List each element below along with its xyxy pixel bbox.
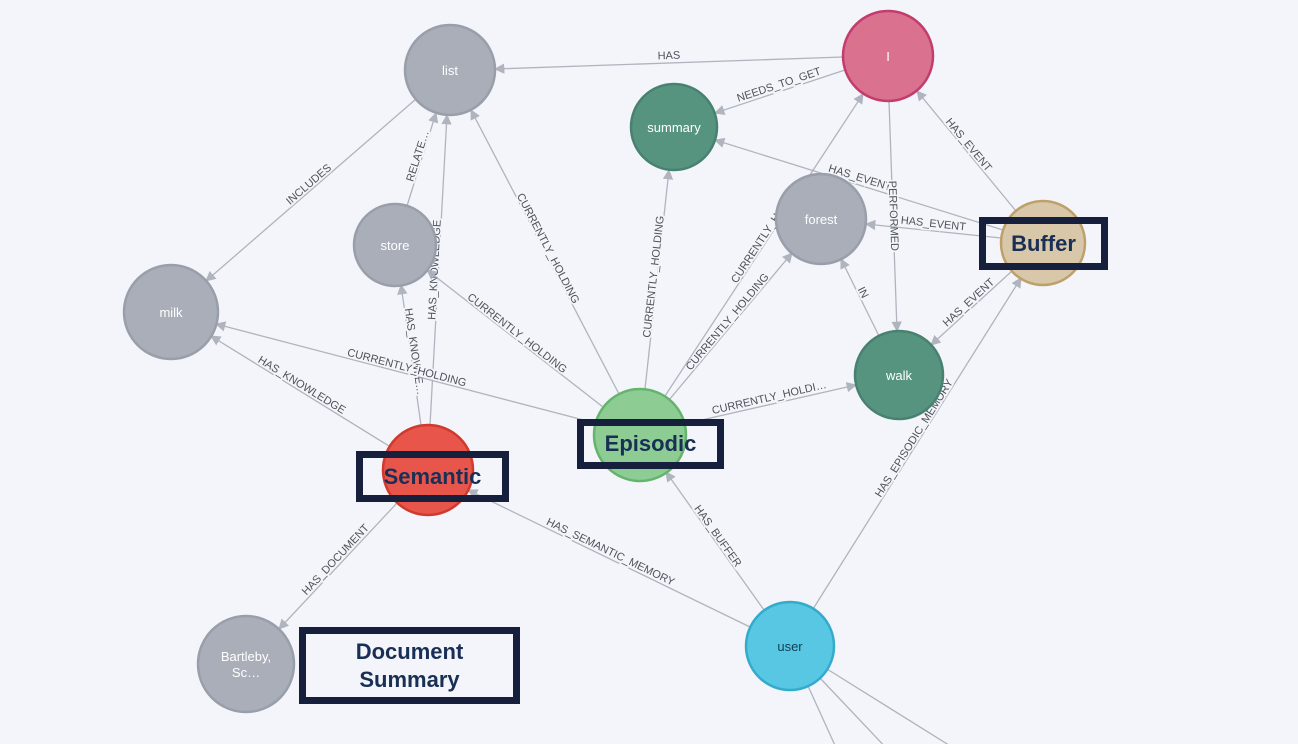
node-circle [592,387,688,483]
edge-relates-to[interactable]: RELATE… [403,112,439,207]
node-circle [122,263,220,361]
edge-user-offscreen-3[interactable] [826,668,960,744]
edge-line [397,283,422,426]
edge-label: HAS_DOCUMENT [300,522,372,598]
edge-currently-holding-walk[interactable]: CURRENTLY_HOLDI… [683,377,858,425]
edge-line [493,56,844,74]
edge-has-episodic-memory[interactable]: HAS_EPISODIC_MEMORY [812,277,1022,610]
edge-has[interactable]: HAS [493,48,844,74]
annotation-episodic: Episodic [577,419,724,469]
edge-line [406,112,439,207]
edge-line [826,668,949,744]
node-label: milk [159,305,183,320]
edge-label: HAS [657,50,680,63]
node-bartleby[interactable]: Bartleby, Sc… [196,614,296,714]
edge-line [205,98,417,282]
node-walk[interactable]: walk [853,329,945,421]
edge-has-event-buffer-i[interactable]: HAS_EVENT [916,90,1017,212]
edge-line [840,258,880,337]
node-circle [841,9,935,103]
edge-label: HAS_SEMANTIC_MEMORY [544,516,677,589]
node-circle [196,614,296,714]
edge-line [665,471,765,611]
edge-label: CURRENTLY_HOLDING [465,291,569,376]
annotation-semantic: Semantic [356,451,509,502]
node-circle [744,600,836,692]
edge-line [214,321,596,424]
edge-label: HAS_EVENT [943,116,994,174]
node-episodic[interactable] [592,387,688,483]
edge-line [683,381,858,425]
annotation-buffer: Buffer [979,217,1108,270]
node-circle [629,82,719,172]
edge-user-offscreen-1[interactable] [807,685,838,744]
edge-line [819,677,884,744]
node-list[interactable]: list [403,23,497,117]
edge-has-document[interactable]: HAS_DOCUMENT [278,502,398,630]
edge-line [426,269,604,408]
edge-user-offscreen-2[interactable] [819,677,890,744]
edge-performed[interactable]: PERFORMED [884,100,902,333]
edge-label: HAS_KNOWLEDGE [256,354,348,417]
edge-label: CURRENTLY_HOLDING [684,271,772,373]
node-label: list [442,63,458,78]
edge-line [714,137,1004,231]
edge-line [210,335,390,447]
edge-label: HAS_KNOWLE… [402,307,426,395]
node-label: I [886,49,890,64]
edge-label: IN [855,285,871,300]
edge-has-knowledge-store[interactable]: HAS_KNOWLE… [397,283,428,426]
edge-needs-to-get[interactable]: NEEDS_TO_GET [714,64,846,115]
edge-label: HAS_EVENT [941,276,998,329]
node-circle [403,23,497,117]
node-label: forest [805,212,838,227]
edge-line [888,100,902,333]
node-circle [853,329,945,421]
node-label-line2: Sc… [232,665,260,680]
edge-line [429,113,452,426]
edge-label: CURRENTLY_HOLDING [346,347,468,390]
edge-line [467,489,751,628]
node-i[interactable]: I [841,9,935,103]
edge-label: NEEDS_TO_GET [735,66,822,105]
edge-label: INCLUDES [284,162,334,207]
node-store[interactable]: store [352,202,438,288]
edge-line [664,93,864,397]
node-user[interactable]: user [744,600,836,692]
node-summary[interactable]: summary [629,82,719,172]
edge-line [807,685,836,744]
node-label: user [777,639,803,654]
node-label: store [381,238,410,253]
node-circle [352,202,438,288]
edge-label: CURRENTLY_HOLDI… [711,379,828,417]
node-label-line1: Bartleby, [221,649,271,664]
edge-has-event-buffer-walk[interactable]: HAS_EVENT [930,270,1013,346]
node-semantic[interactable] [381,423,475,517]
edge-line [470,109,620,395]
edge-line [668,252,793,401]
edge-in[interactable]: IN [840,258,880,337]
node-label: summary [647,120,701,135]
edge-line [714,69,846,115]
edge-label: PERFORMED [886,181,900,252]
edge-line [644,168,674,390]
annotation-document-summary: Document Summary [299,627,520,704]
edge-line [812,277,1022,610]
edge-line [930,270,1013,346]
edge-label: HAS_BUFFER [691,503,743,569]
node-forest[interactable]: forest [774,172,868,266]
edge-line [864,219,1002,239]
edge-label: RELATE… [404,129,431,183]
node-circle [774,172,868,266]
edge-label: CURRENTLY_HOLDING [514,191,581,305]
edge-has-buffer[interactable]: HAS_BUFFER [665,471,765,611]
edge-line [278,502,398,630]
edge-line [916,90,1017,212]
node-milk[interactable]: milk [122,263,220,361]
edge-currently-holding-summary[interactable]: CURRENTLY_HOLDING [639,168,674,390]
edge-label: CURRENTLY_HOLDING [641,215,667,338]
node-label: walk [885,368,913,383]
node-circle [381,423,475,517]
